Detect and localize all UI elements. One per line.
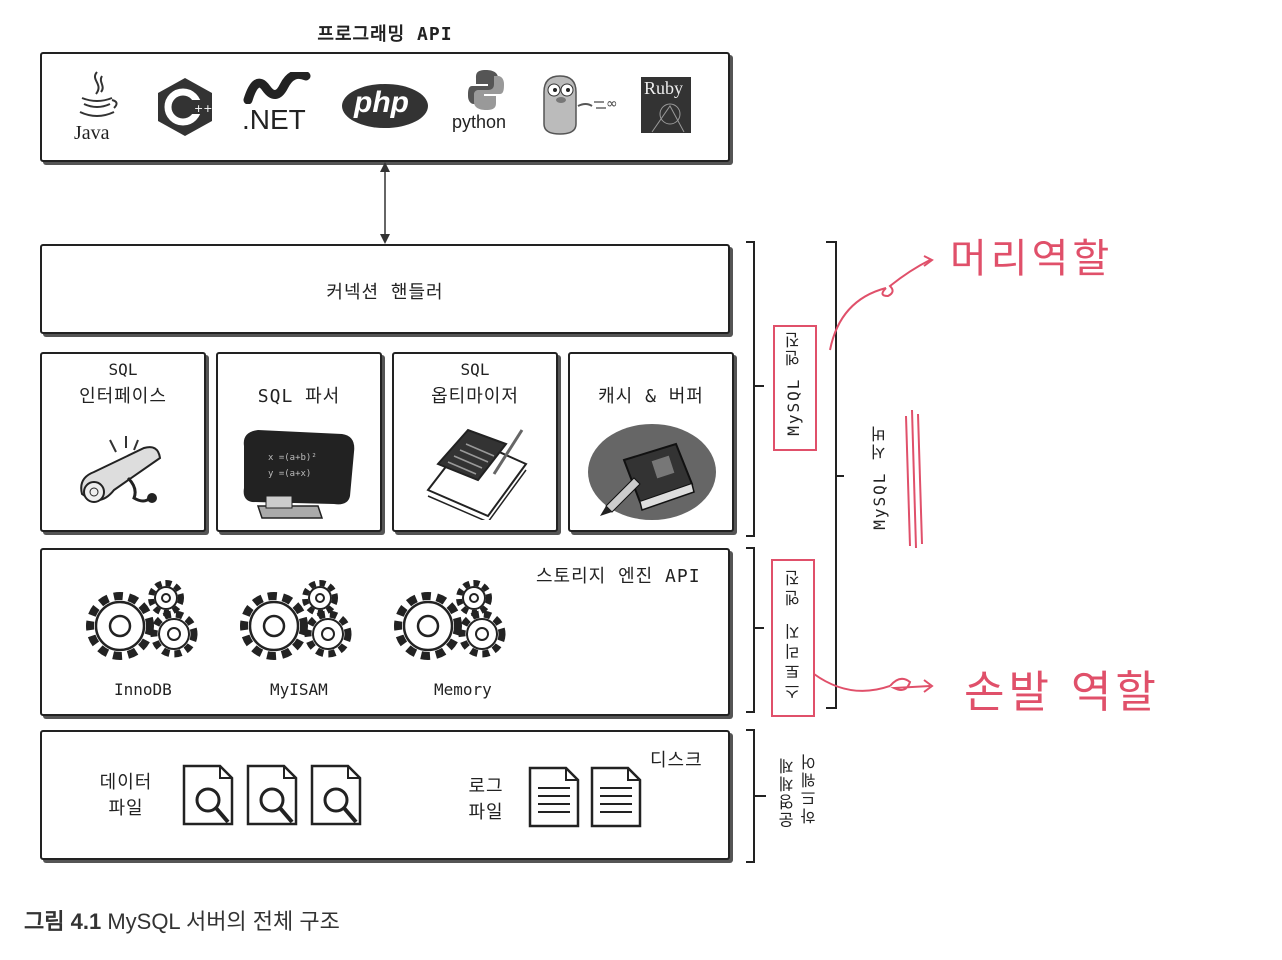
storage-engine-box: 스토리지 엔진 API InnoDB [40, 548, 730, 716]
java-logo: Java [72, 68, 122, 148]
myisam-engine: MyISAM [232, 578, 372, 708]
svg-text:∞: ∞ [606, 96, 618, 112]
scroll-icon [80, 436, 162, 503]
connection-handler-label: 커넥션 핸들러 [326, 282, 444, 303]
svg-text:y =(a+x): y =(a+x) [268, 469, 311, 479]
api-box: Java ++ .NET php python [40, 52, 730, 162]
svg-text:x =(a+b)²: x =(a+b)² [268, 453, 317, 463]
data-file-icon [310, 764, 362, 826]
php-ellipse-icon [342, 84, 428, 128]
csharp-logo: ++ [154, 76, 216, 142]
java-text: Java [74, 122, 110, 144]
svg-text:++: ++ [194, 102, 212, 115]
book-icon [588, 424, 716, 520]
data-file-icon [246, 764, 298, 826]
gears-icon [394, 580, 506, 660]
gears-icon [86, 580, 198, 660]
innodb-label: InnoDB [114, 680, 172, 699]
data-files-label-line1: 데이터 [99, 772, 153, 793]
chalkboard-icon: x =(a+b)² y =(a+x) [243, 430, 355, 519]
sql-interface-line1: SQL [108, 360, 138, 379]
calculator-icon [426, 428, 528, 520]
sql-interface-line2: 인터페이스 [79, 386, 167, 407]
memory-label: Memory [434, 680, 492, 699]
disk-box: 디스크 데이터 파일 로그 파일 [40, 730, 730, 860]
java-cup-icon [79, 71, 118, 117]
sql-parser-label: SQL 파서 [257, 386, 341, 407]
dotnet-text: .NET [242, 104, 306, 135]
api-title: 프로그래밍 API [317, 24, 453, 45]
sql-optimizer-line2: 옵티마이저 [431, 386, 519, 407]
handwritten-marks [771, 255, 934, 717]
side-brackets [746, 241, 844, 863]
figure-caption-text: MySQL 서버의 전체 구조 [107, 909, 340, 934]
log-file-icon [528, 766, 580, 828]
php-logo: php [340, 82, 430, 134]
php-text: php [354, 86, 409, 119]
log-files-label-line2: 파일 [468, 802, 504, 823]
sql-optimizer-line1: SQL [460, 360, 490, 379]
gopher-icon: ∞ [543, 75, 618, 135]
data-files-label-line2: 파일 [108, 798, 144, 819]
data-file-icons [182, 764, 362, 826]
sql-parser-box: SQL 파서 x =(a+b)² y =(a+x) [216, 352, 382, 532]
connector-arrow [380, 162, 390, 244]
python-snakes-icon [468, 70, 504, 110]
python-text: python [452, 112, 507, 132]
cache-buffer-box: 캐시 & 버퍼 [568, 352, 734, 532]
data-file-icon [182, 764, 234, 826]
myisam-label: MyISAM [270, 680, 328, 699]
csharp-hexagon-icon: ++ [158, 78, 212, 136]
cache-buffer-label: 캐시 & 버퍼 [598, 386, 704, 407]
dotnet-logo: .NET [242, 69, 322, 135]
log-file-icon [590, 766, 642, 828]
log-file-icons [528, 766, 642, 828]
figure-caption: 그림 4.1 MySQL 서버의 전체 구조 [24, 904, 340, 936]
dotnet-wave-icon [243, 69, 311, 105]
innodb-engine: InnoDB [78, 578, 218, 708]
ruby-logo: Ruby [640, 76, 692, 138]
hands-role-annotation: 손발 역할 [964, 667, 1160, 718]
sql-interface-box: SQL 인터페이스 [40, 352, 206, 532]
sql-optimizer-box: SQL 옵티마이저 [392, 352, 558, 532]
gears-icon [240, 580, 352, 660]
disk-title: 디스크 [650, 750, 703, 771]
connection-handler-box: 커넥션 핸들러 [40, 244, 730, 334]
memory-engine: Memory [386, 578, 526, 708]
storage-api-label: 스토리지 엔진 API [536, 566, 701, 587]
log-files-label-line1: 로그 [468, 776, 504, 797]
ruby-book-icon [641, 77, 691, 133]
python-logo: python [452, 68, 524, 132]
go-logo: ∞ [534, 72, 624, 142]
figure-number: 그림 4.1 [24, 909, 102, 934]
ruby-text: Ruby [644, 78, 684, 98]
head-role-annotation: 머리역할 [950, 236, 1114, 282]
